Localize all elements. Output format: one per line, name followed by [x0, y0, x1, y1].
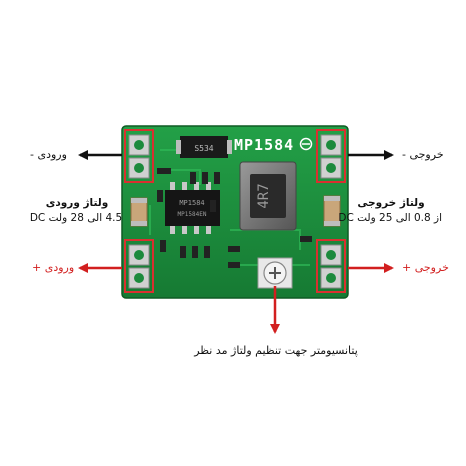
label-input-voltage-title: ولتاژ ورودی — [45, 197, 109, 209]
inductor-label: 4R7 — [256, 183, 272, 208]
main-ic-sublabel: MP1584EN — [178, 211, 207, 218]
label-potentiometer-note: پتانسیومتر جهت تنظیم ولتاژ مد نظر — [194, 344, 358, 357]
capacitor-right — [323, 195, 341, 227]
potentiometer — [257, 257, 293, 289]
board-logo-icon — [299, 137, 313, 151]
smd-components — [157, 168, 312, 268]
pad-input-minus — [124, 129, 154, 183]
label-output-minus: خروجی - — [402, 148, 444, 161]
board-model-label: MP1584 — [234, 136, 294, 154]
pad-output-plus — [316, 239, 346, 293]
inductor: 4R7 — [239, 161, 297, 231]
label-output-voltage-title: ولتاژ خروجی — [357, 197, 425, 209]
label-input-plus: ورودی + — [32, 261, 75, 274]
diode-chip: S534 — [176, 136, 232, 158]
label-input-voltage-range: 4.5 الی 28 ولت DC — [29, 212, 123, 224]
main-ic-label: MP1584 — [179, 199, 204, 207]
capacitor-left — [130, 197, 148, 227]
label-input-minus: ورودی - — [30, 148, 67, 161]
label-output-plus: خروجی + — [402, 261, 449, 274]
diode-chip-label: S534 — [194, 144, 213, 153]
pad-input-plus — [124, 239, 154, 293]
pad-output-minus — [316, 129, 346, 183]
label-output-voltage-range: از 0.8 الی 25 ولت DC — [338, 212, 442, 224]
